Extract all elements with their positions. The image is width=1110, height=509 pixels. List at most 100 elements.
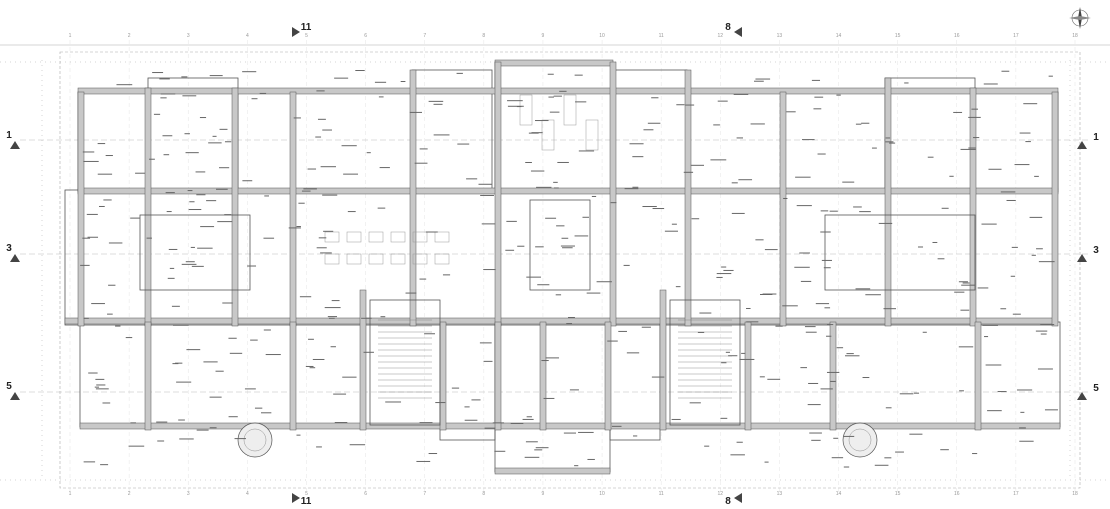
annotation-text	[697, 331, 705, 333]
annotation-text	[556, 225, 565, 227]
annotation-text	[647, 122, 661, 124]
annotation-text	[259, 92, 267, 94]
annotation-text	[86, 213, 98, 215]
table	[585, 119, 599, 151]
annotation-text	[899, 393, 914, 395]
annotation-text	[320, 166, 336, 168]
annotation-text	[586, 292, 601, 294]
wall-segment	[144, 321, 152, 431]
annotation-text	[972, 453, 978, 455]
annotation-text	[424, 333, 436, 335]
annotation-text	[524, 456, 540, 458]
projection	[147, 77, 239, 194]
annotation-text	[575, 101, 587, 103]
annotation-text	[746, 307, 751, 309]
annotation-text	[1000, 308, 1007, 310]
table	[519, 94, 533, 126]
annotation-text	[535, 120, 549, 122]
annotation-text	[855, 288, 871, 290]
annotation-text	[323, 230, 334, 232]
inner-room	[824, 214, 976, 291]
grid-column-label-top: 13	[777, 33, 783, 39]
annotation-text	[909, 433, 923, 435]
annotation-text	[775, 325, 783, 327]
annotation-text	[855, 123, 862, 125]
annotation-text	[800, 367, 808, 369]
annotation-text	[811, 79, 821, 81]
annotation-text	[229, 352, 243, 354]
annotation-text	[428, 453, 438, 455]
annotation-text	[535, 447, 549, 449]
annotation-text	[203, 361, 218, 363]
annotation-text	[315, 136, 322, 138]
annotation-text	[83, 461, 96, 463]
annotation-text	[165, 192, 175, 194]
annotation-text	[949, 175, 954, 177]
wall-segment	[77, 87, 1059, 95]
annotation-text	[506, 220, 517, 222]
annotation-text	[618, 330, 627, 332]
annotation-text	[733, 93, 749, 95]
annotation-text	[334, 77, 349, 79]
annotation-text	[242, 180, 253, 182]
annotation-text	[954, 291, 965, 293]
grid-column-label-bottom: 16	[954, 491, 960, 497]
annotation-text	[716, 273, 732, 275]
annotation-text	[569, 389, 579, 391]
annotation-text	[820, 231, 831, 233]
annotation-text	[159, 78, 170, 80]
annotation-text	[182, 95, 197, 97]
round-tower	[842, 422, 878, 458]
annotation-text	[960, 309, 970, 311]
annotation-text	[330, 346, 336, 348]
annotation-text	[107, 313, 113, 315]
annotation-text	[80, 264, 90, 266]
annotation-text	[813, 108, 822, 110]
annotation-text	[530, 170, 545, 172]
annotation-text	[804, 326, 816, 328]
section-marker-label: 3	[6, 243, 12, 254]
annotation-text	[1023, 103, 1038, 105]
annotation-text	[125, 337, 133, 339]
annotation-text	[366, 152, 371, 154]
annotation-text	[435, 402, 446, 404]
annotation-text	[191, 265, 204, 267]
annotation-text	[83, 160, 99, 162]
wall-segment	[744, 321, 752, 431]
annotation-text	[217, 221, 233, 223]
wall-segment	[494, 467, 611, 475]
annotation-text	[874, 464, 889, 466]
annotation-text	[175, 362, 183, 364]
annotation-text	[378, 96, 384, 98]
desk	[390, 231, 406, 243]
annotation-text	[195, 171, 206, 173]
wall-segment	[79, 422, 1061, 430]
annotation-text	[823, 267, 831, 269]
annotation-text	[664, 230, 678, 232]
annotation-text	[91, 303, 105, 305]
wall-segment	[609, 61, 617, 327]
grid-column-label-top: 16	[954, 33, 960, 39]
annotation-text	[97, 173, 113, 175]
annotation-text	[633, 435, 638, 437]
annotation-text	[152, 72, 164, 74]
annotation-text	[105, 155, 113, 157]
stairwell	[369, 299, 441, 426]
desk	[412, 253, 428, 265]
annotation-text	[102, 402, 111, 404]
annotation-text	[836, 347, 844, 349]
annotation-text	[342, 376, 357, 378]
annotation-text	[651, 376, 665, 378]
grid-column-label-bottom: 12	[718, 491, 724, 497]
annotation-text	[116, 84, 133, 86]
grid-column-label-top: 10	[599, 33, 605, 39]
annotation-text	[160, 97, 167, 99]
annotation-text	[817, 153, 826, 155]
annotation-text	[522, 418, 534, 420]
annotation-text	[783, 197, 788, 199]
annotation-text	[962, 282, 970, 284]
annotation-text	[263, 237, 275, 239]
annotation-text	[416, 460, 431, 462]
annotation-text	[554, 187, 559, 189]
annotation-text	[536, 186, 552, 188]
